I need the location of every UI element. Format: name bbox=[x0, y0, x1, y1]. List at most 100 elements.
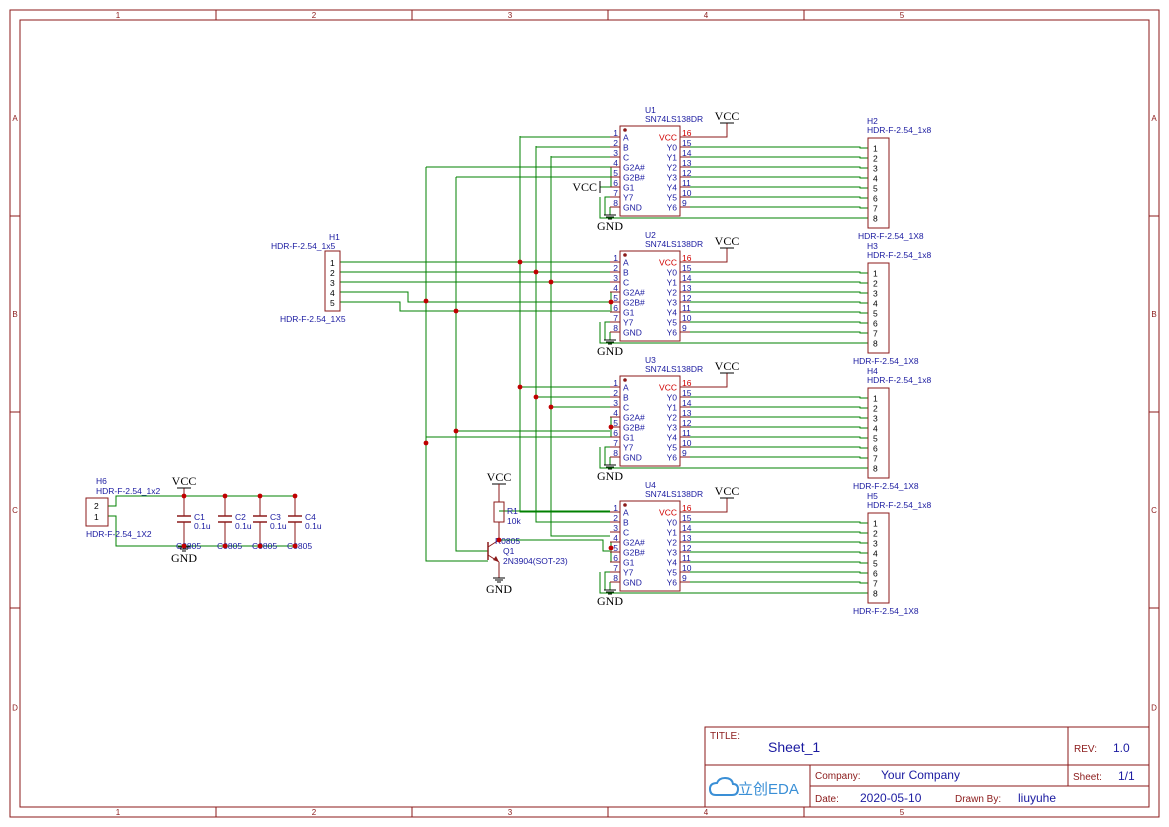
junction-dot bbox=[548, 279, 554, 285]
header-body bbox=[85, 497, 109, 527]
pin-number: 16 bbox=[682, 253, 692, 263]
pin-number: 5 bbox=[613, 168, 618, 178]
output-wire bbox=[690, 186, 868, 189]
junction-dot bbox=[548, 404, 554, 410]
junction-dot bbox=[292, 543, 298, 549]
pin-name: C bbox=[623, 278, 629, 288]
column-label-bottom: 2 bbox=[312, 808, 317, 817]
pin-number: 14 bbox=[682, 398, 692, 408]
vcc-label: VCC bbox=[572, 180, 597, 194]
pin-number: 10 bbox=[682, 313, 692, 323]
header-ref: H3 bbox=[867, 241, 878, 251]
pin-name: Y3 bbox=[667, 423, 678, 433]
header-pin-number: 4 bbox=[330, 288, 335, 298]
gnd-label: GND bbox=[597, 469, 623, 483]
header-body bbox=[867, 262, 890, 354]
output-wire bbox=[690, 291, 868, 294]
resistor-package: R0805 bbox=[495, 536, 520, 546]
gnd-label: GND bbox=[597, 344, 623, 358]
header-pin-number: 2 bbox=[873, 154, 878, 164]
pin-name: VCC bbox=[659, 383, 677, 393]
pin-number: 11 bbox=[682, 303, 691, 313]
title-block-border bbox=[704, 726, 1150, 808]
date-value: 2020-05-10 bbox=[860, 791, 922, 805]
pin-name: A bbox=[623, 508, 629, 518]
y7-output-wire bbox=[599, 572, 868, 594]
capacitor-value: 0.1u bbox=[270, 521, 287, 531]
pin-name: Y7 bbox=[623, 568, 634, 578]
header-pin-number: 4 bbox=[873, 174, 878, 184]
pin-name: GND bbox=[623, 203, 642, 213]
pin-number: 12 bbox=[682, 543, 692, 553]
output-wire bbox=[690, 436, 868, 439]
pin-name: Y3 bbox=[667, 548, 678, 558]
output-wire bbox=[690, 571, 868, 574]
pin-name: Y7 bbox=[623, 443, 634, 453]
capacitor-package: C0805 bbox=[217, 541, 242, 551]
emitter-arrow bbox=[493, 556, 499, 562]
header-footprint: HDR-F-2.54_1x2 bbox=[96, 486, 161, 496]
lceda-logo: 立创EDA bbox=[708, 776, 799, 798]
pin-number: 9 bbox=[682, 448, 687, 458]
vcc-wire bbox=[690, 498, 728, 513]
pin1-marker bbox=[623, 128, 627, 132]
pin-number: 2 bbox=[613, 513, 618, 523]
company-label: Company: bbox=[815, 771, 861, 782]
vcc-wire bbox=[690, 123, 728, 138]
capacitor-value: 0.1u bbox=[194, 521, 211, 531]
column-label-top: 5 bbox=[900, 11, 905, 20]
row-label-left: B bbox=[12, 310, 17, 319]
vcc-symbol-r1: VCC bbox=[487, 470, 511, 485]
pin-number: 3 bbox=[613, 398, 618, 408]
vcc-rail bbox=[108, 495, 295, 507]
header-footprint: HDR-F-2.54_1x8 bbox=[867, 125, 932, 135]
pin-number: 15 bbox=[682, 263, 692, 273]
pin-name: A bbox=[623, 133, 629, 143]
junction-dot bbox=[517, 259, 523, 265]
pin-number: 11 bbox=[682, 553, 691, 563]
power-input: H6HDR-F-2.54_1x221HDR-F-2.54_1X2VCCC10.1… bbox=[85, 474, 322, 565]
sheet-label: Sheet: bbox=[1073, 772, 1102, 783]
junction-dot bbox=[608, 545, 614, 551]
pin-number: 16 bbox=[682, 378, 692, 388]
pin-number: 9 bbox=[682, 573, 687, 583]
junction-dot bbox=[222, 543, 228, 549]
pin-name: Y0 bbox=[667, 518, 678, 528]
header-pin-number: 7 bbox=[873, 204, 878, 214]
column-label-bottom: 5 bbox=[900, 808, 905, 817]
header-pin-number: 4 bbox=[873, 549, 878, 559]
pin-number: 14 bbox=[682, 273, 692, 283]
pin-number: 1 bbox=[613, 253, 618, 263]
pin-number: 4 bbox=[613, 533, 618, 543]
column-label-top: 1 bbox=[116, 11, 121, 20]
pin-name: Y7 bbox=[623, 193, 634, 203]
pin-number: 12 bbox=[682, 293, 692, 303]
pin-number: 6 bbox=[613, 553, 618, 563]
inner-border bbox=[19, 19, 1150, 808]
decoder-value: SN74LS138DR bbox=[645, 364, 703, 374]
junction-dot bbox=[453, 428, 459, 434]
pin-number: 14 bbox=[682, 148, 692, 158]
pin-number: 1 bbox=[613, 128, 618, 138]
output-wire bbox=[690, 541, 868, 544]
pin-name: Y2 bbox=[667, 163, 678, 173]
gnd-label: GND bbox=[597, 219, 623, 233]
output-wire bbox=[690, 406, 868, 409]
pin-number: 9 bbox=[682, 323, 687, 333]
collector-wire bbox=[499, 539, 610, 552]
column-label-top: 3 bbox=[508, 11, 513, 20]
header-pin-number: 2 bbox=[94, 501, 99, 511]
header-ref: H4 bbox=[867, 366, 878, 376]
header-pin-number: 3 bbox=[873, 164, 878, 174]
bus-g1-wire bbox=[340, 291, 610, 303]
header-pin-number: 1 bbox=[873, 394, 878, 404]
rev-value: 1.0 bbox=[1113, 741, 1130, 755]
pin-number: 3 bbox=[613, 523, 618, 533]
decoder-body bbox=[619, 125, 681, 217]
pin-name: G1 bbox=[623, 558, 635, 568]
drawn-by-label: Drawn By: bbox=[955, 794, 1001, 805]
